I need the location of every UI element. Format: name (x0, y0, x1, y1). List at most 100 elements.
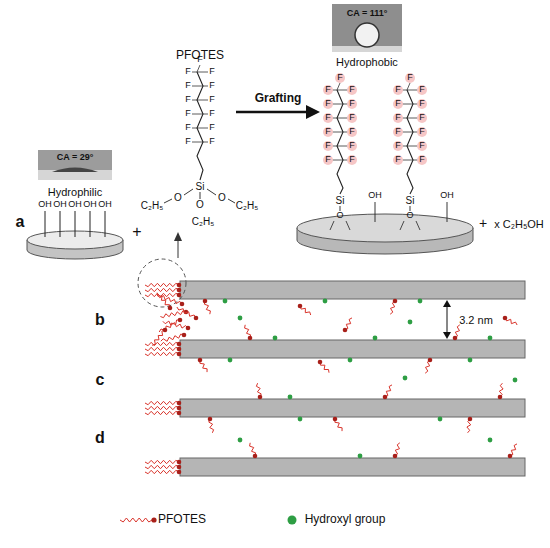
anchor-dot (298, 304, 303, 309)
photo-frame (38, 150, 112, 180)
fluorine-halo (323, 155, 333, 165)
fluorine-halo (323, 127, 333, 137)
hydroxyl-dot (273, 336, 278, 341)
bond-line (407, 90, 418, 91)
anchor-dot (177, 283, 182, 288)
anchor-dot (333, 417, 338, 422)
anchor-dot (177, 288, 182, 293)
bond-line (332, 160, 343, 161)
hydroxyl-dot (438, 417, 443, 422)
fluorine-halo (393, 127, 403, 137)
bond-line (105, 211, 106, 237)
anchor-dot (508, 454, 513, 459)
anchor-dot (248, 336, 253, 341)
panel-letter: a (16, 213, 25, 231)
bond-line (330, 221, 334, 230)
fluorine-halo (417, 155, 427, 165)
contact-angle: CA = 111° (347, 9, 388, 19)
hydroxyl-dot (403, 376, 408, 381)
carbon-chain (407, 90, 413, 194)
fluorine-halo (335, 73, 345, 83)
fluorine-atom: F (419, 127, 425, 137)
anchor-dot (177, 406, 182, 411)
zoom-circle (138, 259, 186, 307)
pfotes-chain (161, 334, 184, 341)
bond-line (45, 211, 46, 237)
water-droplet (355, 23, 379, 47)
plus-sign: + (132, 223, 141, 241)
fluorine-halo (417, 113, 427, 123)
hydroxyl-label: OH (53, 200, 67, 210)
hydroxyl-dot (288, 395, 293, 400)
fluorine-halo (393, 113, 403, 123)
ethyl-group: C₂H₅ (141, 200, 163, 211)
anchor-dot (453, 336, 458, 341)
anchor-dot (203, 299, 208, 304)
fluorine-atom: F (349, 127, 355, 137)
anchor-dot (177, 470, 182, 475)
byproduct-label: x C₂H₅OH (494, 218, 544, 230)
fluorine-atom: F (209, 81, 215, 91)
fluorine-atom: F (209, 67, 215, 77)
pfotes-chain (145, 465, 179, 468)
fluorine-atom: F (349, 141, 355, 151)
fluorine-atom: F (185, 95, 191, 105)
fluorine-halo (417, 99, 427, 109)
wettability-label: Hydrophobic (336, 56, 398, 68)
legend-text: Hydroxyl group (305, 513, 386, 526)
bond-line (337, 90, 348, 91)
anchor-dot (182, 333, 187, 338)
fluorine-atom: F (419, 113, 425, 123)
ethyl-group: C₂H₅ (236, 200, 258, 211)
anchor-dot (186, 326, 191, 331)
hydroxyl-dot (238, 316, 243, 321)
hydroxyl-dot (468, 358, 473, 363)
ethyl-group: C₂H₅ (192, 216, 214, 227)
legend-sample-dot (151, 517, 156, 522)
bond-line (90, 211, 91, 237)
contact-angle: CA = 29° (57, 153, 94, 163)
fluorine-halo (347, 99, 357, 109)
fluorine-atom: F (325, 141, 331, 151)
pore-wall (180, 340, 525, 358)
panel-letter: c (96, 371, 105, 389)
photo-frame (332, 4, 402, 52)
fluorine-halo (417, 85, 427, 95)
anchor-dot (177, 347, 182, 352)
pore-wall (180, 281, 525, 299)
bond-line (332, 104, 343, 105)
fluorine-atom: F (337, 73, 343, 83)
bond-line (60, 211, 61, 237)
anchor-dot (168, 306, 173, 311)
carbon-chain (337, 90, 343, 194)
fluorine-halo (405, 73, 415, 83)
pore-wall (180, 458, 525, 476)
fluorine-atom: F (419, 141, 425, 151)
oxygen-atom: O (336, 211, 343, 221)
fluorine-halo (393, 155, 403, 165)
anchor-dot (253, 454, 258, 459)
bond-line (332, 132, 343, 133)
fluorine-atom: F (419, 85, 425, 95)
bond-line (337, 83, 340, 90)
water-droplet (52, 168, 98, 173)
fluorine-halo (393, 141, 403, 151)
hydroxyl-dot (348, 358, 353, 363)
pfotes-chain (145, 283, 179, 286)
pfotes-chain (177, 307, 196, 318)
fluorine-halo (323, 141, 333, 151)
pfotes-chain (145, 406, 179, 409)
hydroxyl-label: OH (83, 200, 97, 210)
pointer-line (178, 240, 179, 258)
hydroxyl-label: OH (68, 200, 82, 210)
bond-line (75, 211, 76, 237)
fluorine-atom: F (209, 109, 215, 119)
bond-line (407, 118, 418, 119)
panel-letter: d (95, 429, 105, 447)
bond-line (407, 146, 418, 147)
hydroxyl-dot (488, 438, 493, 443)
pfotes-chain (145, 288, 179, 291)
fluorine-atom: F (407, 73, 413, 83)
anchor-dot (163, 328, 168, 333)
